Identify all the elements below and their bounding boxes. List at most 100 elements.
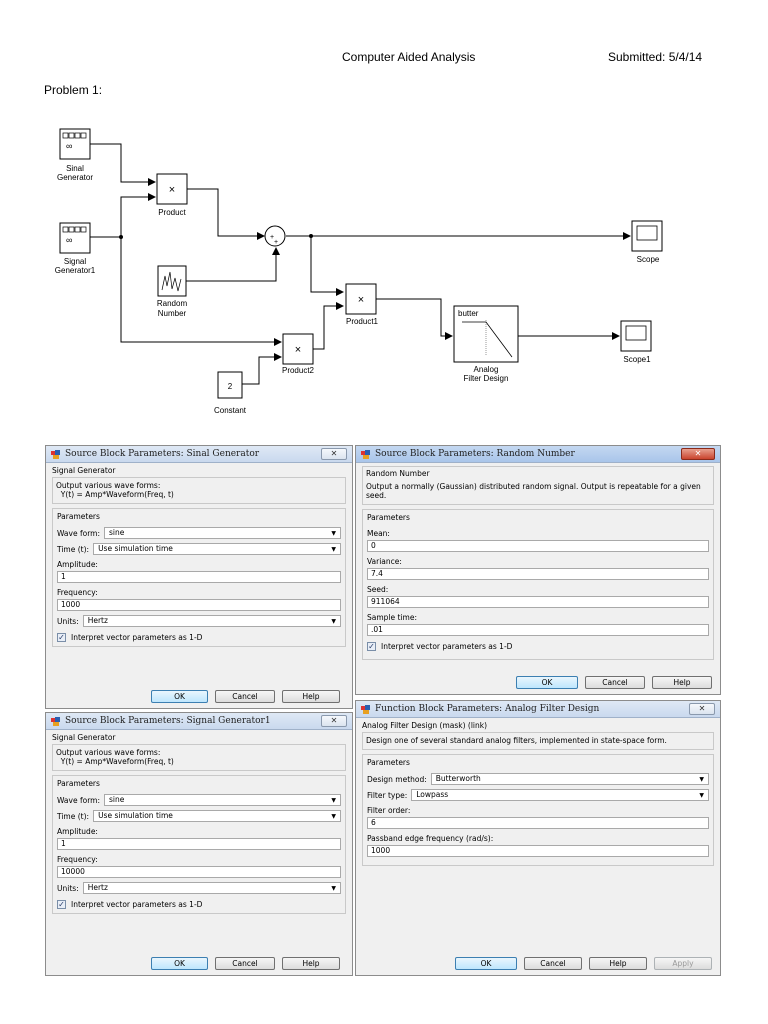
- block-type-label: Signal Generator: [52, 733, 116, 742]
- ok-button[interactable]: OK: [151, 957, 208, 970]
- variance-label: Variance:: [367, 557, 402, 566]
- random-number-block[interactable]: [157, 265, 187, 297]
- chevron-down-icon: ▼: [331, 546, 336, 553]
- ok-button[interactable]: OK: [151, 690, 208, 703]
- block-description: Output various wave forms: Y(t) = Amp*Wa…: [52, 477, 346, 504]
- passband-frequency-field[interactable]: 1000: [367, 845, 709, 857]
- sinal-generator-block[interactable]: ∞: [59, 128, 91, 160]
- interpret-vector-checkbox[interactable]: ✓: [57, 633, 66, 642]
- product-symbol: ×: [169, 184, 175, 196]
- close-button[interactable]: ✕: [689, 703, 715, 715]
- wave-form-select[interactable]: sine▼: [103, 794, 341, 806]
- help-button[interactable]: Help: [282, 957, 340, 970]
- dialog-titlebar[interactable]: Source Block Parameters: Random Number ✕: [356, 446, 720, 463]
- cancel-button[interactable]: Cancel: [215, 690, 275, 703]
- chevron-down-icon: ▼: [699, 776, 704, 783]
- help-button[interactable]: Help: [652, 676, 712, 689]
- parameters-group: Parameters Design method:Butterworth▼ Fi…: [362, 754, 714, 866]
- close-button[interactable]: ✕: [321, 448, 347, 460]
- time-select[interactable]: Use simulation time▼: [93, 810, 341, 822]
- amplitude-field[interactable]: 1: [57, 571, 341, 583]
- product1-block[interactable]: [345, 283, 377, 315]
- passband-frequency-label: Passband edge frequency (rad/s):: [367, 834, 494, 843]
- units-value: Hertz: [87, 616, 108, 625]
- interpret-vector-label: Interpret vector parameters as 1-D: [71, 900, 203, 909]
- scope1-block[interactable]: [620, 320, 652, 352]
- sum-block[interactable]: [264, 225, 286, 247]
- parameters-group: Parameters Wave form:sine▼ Time (t):Use …: [52, 775, 346, 914]
- simulink-app-icon: [51, 449, 60, 459]
- sample-time-field[interactable]: .01: [367, 624, 709, 636]
- units-select[interactable]: Hertz▼: [82, 882, 341, 894]
- apply-button[interactable]: Apply: [654, 957, 712, 970]
- ok-button[interactable]: OK: [516, 676, 578, 689]
- chevron-down-icon: ▼: [331, 797, 336, 804]
- cancel-button[interactable]: Cancel: [524, 957, 582, 970]
- sinal-generator-dialog: Source Block Parameters: Sinal Generator…: [45, 445, 353, 709]
- wave-form-select[interactable]: sine▼: [103, 527, 341, 539]
- cancel-button[interactable]: Cancel: [215, 957, 275, 970]
- units-label: Units:: [57, 883, 79, 893]
- dialog-titlebar[interactable]: Function Block Parameters: Analog Filter…: [356, 701, 720, 718]
- parameters-group: Parameters Mean: 0 Variance: 7.4 Seed: 9…: [362, 509, 714, 660]
- time-value: Use simulation time: [98, 811, 173, 820]
- scope-label: Scope: [637, 255, 660, 264]
- submitted-date: Submitted: 5/4/14: [608, 50, 703, 64]
- frequency-label: Frequency:: [57, 588, 98, 597]
- dialog-titlebar[interactable]: Source Block Parameters: Signal Generato…: [46, 713, 352, 730]
- units-select[interactable]: Hertz▼: [82, 615, 341, 627]
- product-block[interactable]: [156, 173, 188, 205]
- filter-type-value: Lowpass: [416, 790, 449, 799]
- interpret-vector-checkbox[interactable]: ✓: [57, 900, 66, 909]
- seed-field[interactable]: 911064: [367, 596, 709, 608]
- sample-time-label: Sample time:: [367, 613, 417, 622]
- signal-generator1-block[interactable]: ∞: [59, 222, 91, 254]
- mean-label: Mean:: [367, 529, 390, 538]
- parameters-label: Parameters: [367, 758, 410, 767]
- constant-block[interactable]: [217, 371, 243, 399]
- filter-type-select[interactable]: Lowpass▼: [411, 789, 709, 801]
- product2-symbol: ×: [295, 344, 301, 356]
- filter-type-label: Filter type:: [367, 790, 408, 800]
- variance-field[interactable]: 7.4: [367, 568, 709, 580]
- dialog-title: Source Block Parameters: Signal Generato…: [65, 716, 271, 726]
- time-label: Time (t):: [57, 811, 90, 821]
- ok-button[interactable]: OK: [455, 957, 517, 970]
- close-button[interactable]: ✕: [681, 448, 715, 460]
- product2-block[interactable]: [282, 333, 314, 365]
- wave-form-label: Wave form:: [57, 795, 100, 805]
- analog-filter-block[interactable]: [453, 305, 519, 363]
- analog-filter-dialog: Function Block Parameters: Analog Filter…: [355, 700, 721, 976]
- simulink-app-icon: [51, 716, 60, 726]
- amplitude-label: Amplitude:: [57, 560, 98, 569]
- design-method-select[interactable]: Butterworth▼: [430, 773, 709, 785]
- svg-text:+: +: [274, 239, 278, 246]
- help-button[interactable]: Help: [589, 957, 647, 970]
- frequency-field[interactable]: 1000: [57, 599, 341, 611]
- interpret-vector-checkbox[interactable]: ✓: [367, 642, 376, 651]
- svg-text:+: +: [270, 234, 274, 241]
- filter-order-field[interactable]: 6: [367, 817, 709, 829]
- analog-filter-inner-label: butter: [458, 309, 479, 318]
- problem-label: Problem 1:: [44, 83, 103, 97]
- cancel-button[interactable]: Cancel: [585, 676, 645, 689]
- dialog-title: Source Block Parameters: Random Number: [375, 449, 575, 459]
- amplitude-field[interactable]: 1: [57, 838, 341, 850]
- mean-field[interactable]: 0: [367, 540, 709, 552]
- simulink-app-icon: [361, 449, 370, 459]
- constant-value: 2: [228, 382, 233, 391]
- frequency-field[interactable]: 10000: [57, 866, 341, 878]
- scope-block[interactable]: [631, 220, 663, 252]
- block-description: Output various wave forms: Y(t) = Amp*Wa…: [52, 744, 346, 771]
- scope1-label: Scope1: [623, 355, 651, 364]
- dialog-titlebar[interactable]: Source Block Parameters: Sinal Generator…: [46, 446, 352, 463]
- time-select[interactable]: Use simulation time▼: [93, 543, 341, 555]
- close-button[interactable]: ✕: [321, 715, 347, 727]
- amplitude-label: Amplitude:: [57, 827, 98, 836]
- help-button[interactable]: Help: [282, 690, 340, 703]
- block-type-label: Signal Generator: [52, 466, 116, 475]
